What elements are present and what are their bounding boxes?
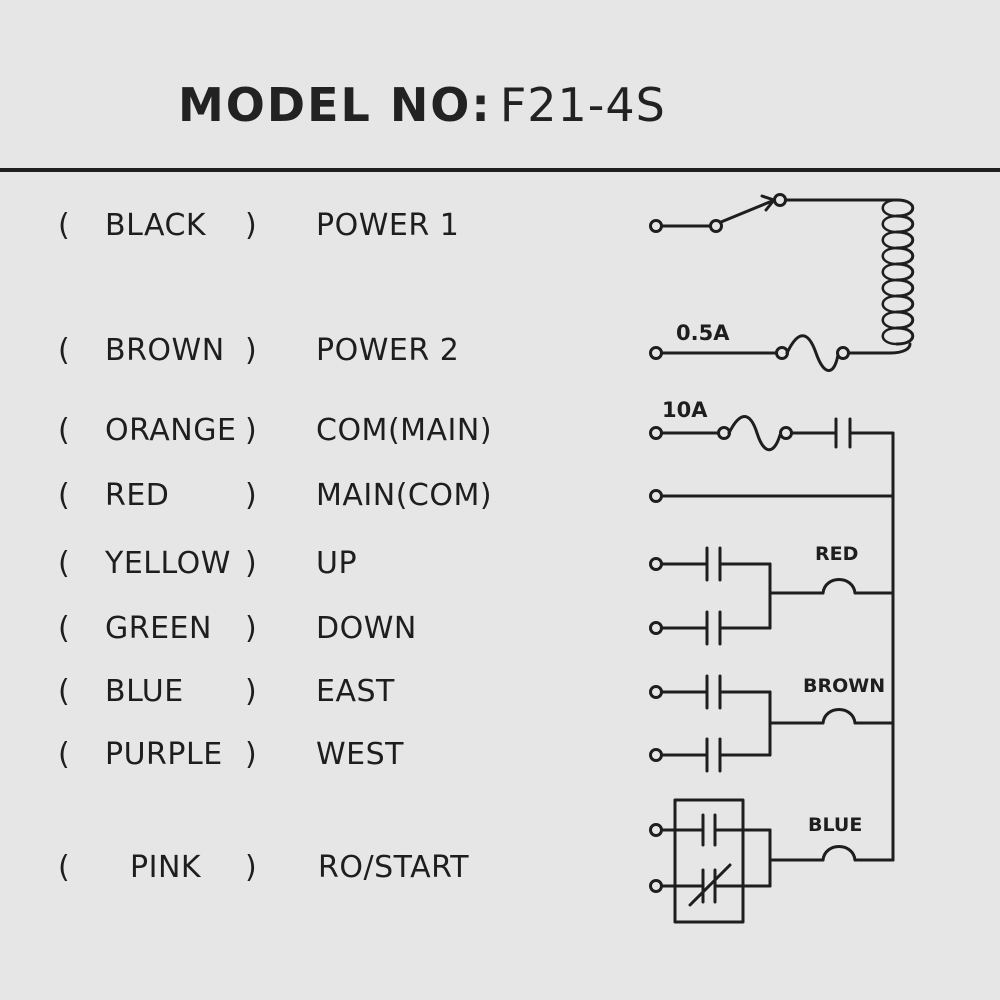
wire-row-purple: ( PURPLE ) WEST xyxy=(0,735,640,775)
wire-function: POWER 1 xyxy=(316,208,460,243)
wire-color: GREEN xyxy=(105,611,212,646)
open-paren: ( xyxy=(58,413,70,448)
close-paren: ) xyxy=(245,611,257,646)
wire-color: BLUE xyxy=(105,674,184,709)
relay-label-red: RED xyxy=(815,543,858,565)
wire-color: PURPLE xyxy=(105,737,223,772)
wire-row-brown: ( BROWN ) POWER 2 xyxy=(0,331,640,371)
wire-color: BROWN xyxy=(105,333,225,368)
power-fuse xyxy=(649,334,912,372)
wire-row-orange: ( ORANGE ) COM(MAIN) xyxy=(0,411,640,451)
wire-color: ORANGE xyxy=(105,413,237,448)
header-divider xyxy=(0,168,1000,172)
fuse-label-main: 10A xyxy=(662,398,708,422)
start-contacts xyxy=(649,798,895,924)
wire-function: MAIN(COM) xyxy=(316,478,493,513)
up-down-contacts xyxy=(649,546,895,646)
power-switch xyxy=(649,193,899,233)
close-paren: ) xyxy=(245,546,257,581)
wire-function: RO/START xyxy=(318,850,470,885)
wire-function: WEST xyxy=(316,737,404,772)
wire-row-red: ( RED ) MAIN(COM) xyxy=(0,476,640,516)
open-paren: ( xyxy=(58,611,70,646)
close-paren: ) xyxy=(245,413,257,448)
open-paren: ( xyxy=(58,850,70,885)
close-paren: ) xyxy=(245,737,257,772)
transformer-coil xyxy=(881,198,915,346)
wire-row-pink: ( PINK ) RO/START xyxy=(0,848,640,888)
wire-color: BLACK xyxy=(105,208,207,243)
model-number: F21-4S xyxy=(499,78,666,132)
east-west-contacts xyxy=(649,674,895,773)
wire-color: PINK xyxy=(130,850,202,885)
wire-function: COM(MAIN) xyxy=(316,413,493,448)
wire-color: YELLOW xyxy=(105,546,231,581)
model-title: MODEL NO:F21-4S xyxy=(178,78,666,132)
main-fuse-contact xyxy=(649,415,895,452)
open-paren: ( xyxy=(58,674,70,709)
wire-function: UP xyxy=(316,546,358,581)
open-paren: ( xyxy=(58,737,70,772)
wire-function: DOWN xyxy=(316,611,417,646)
common-bus xyxy=(649,431,895,862)
wire-function: POWER 2 xyxy=(316,333,460,368)
close-paren: ) xyxy=(245,208,257,243)
close-paren: ) xyxy=(245,333,257,368)
fuse-label-power: 0.5A xyxy=(676,321,730,345)
header: MODEL NO:F21-4S xyxy=(0,0,1000,172)
wire-row-yellow: ( YELLOW ) UP xyxy=(0,544,640,584)
close-paren: ) xyxy=(245,850,257,885)
model-title-label: MODEL NO: xyxy=(178,78,492,132)
relay-label-blue: BLUE xyxy=(808,814,862,836)
relay-label-brown: BROWN xyxy=(803,675,885,697)
wire-row-black: ( BLACK ) POWER 1 xyxy=(0,206,640,246)
open-paren: ( xyxy=(58,208,70,243)
open-paren: ( xyxy=(58,546,70,581)
wire-function: EAST xyxy=(316,674,395,709)
open-paren: ( xyxy=(58,333,70,368)
close-paren: ) xyxy=(245,674,257,709)
close-paren: ) xyxy=(245,478,257,513)
open-paren: ( xyxy=(58,478,70,513)
wire-row-blue: ( BLUE ) EAST xyxy=(0,672,640,712)
wire-row-green: ( GREEN ) DOWN xyxy=(0,609,640,649)
wire-color: RED xyxy=(105,478,170,513)
